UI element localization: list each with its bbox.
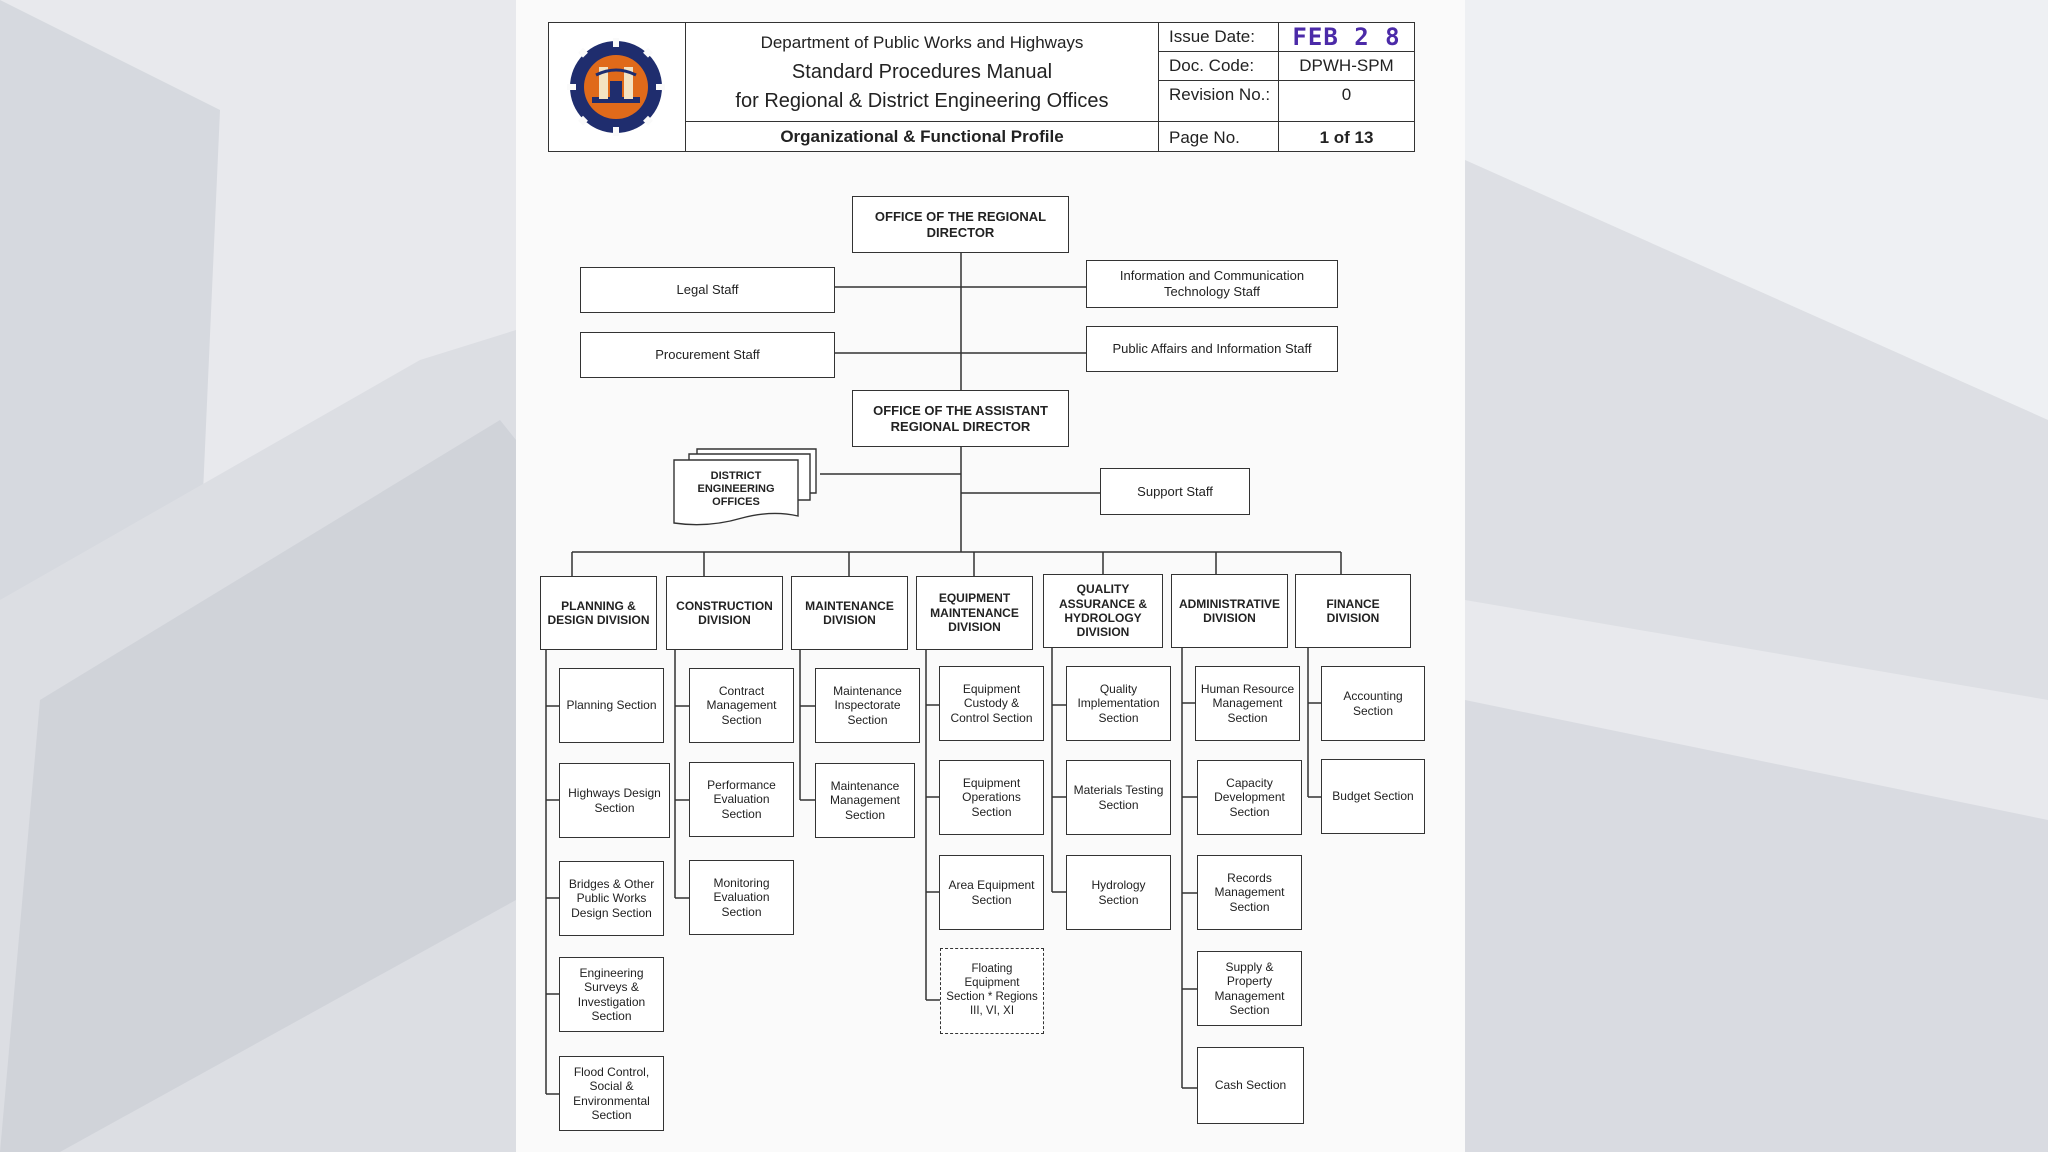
section-planning: Planning Section (559, 668, 664, 743)
division-equipment-maintenance: EQUIPMENT MAINTENANCE DIVISION (916, 576, 1033, 650)
legal-staff-box: Legal Staff (580, 267, 835, 313)
section-title: Organizational & Functional Profile (780, 127, 1064, 146)
section-supply-property: Supply & Property Management Section (1197, 951, 1302, 1026)
district-offices-label: DISTRICT ENGINEERING OFFICES (697, 470, 775, 509)
dpwh-logo-icon (567, 38, 665, 136)
page-value: 1 of 13 (1319, 128, 1374, 147)
regional-director-box: OFFICE OF THE REGIONAL DIRECTOR (852, 196, 1069, 253)
division-maintenance: MAINTENANCE DIVISION (791, 576, 908, 650)
section-hydrology: Hydrology Section (1066, 855, 1171, 930)
division-planning-design: PLANNING & DESIGN DIVISION (540, 576, 657, 650)
section-maintenance-inspectorate: Maintenance Inspectorate Section (815, 668, 920, 743)
section-human-resource: Human Resource Management Section (1195, 666, 1300, 741)
document-header: Department of Public Works and Highways … (548, 22, 1415, 152)
section-monitoring-evaluation: Monitoring Evaluation Section (689, 860, 794, 935)
doc-code-value: DPWH-SPM (1299, 56, 1394, 75)
section-equipment-operations: Equipment Operations Section (939, 760, 1044, 835)
division-administrative: ADMINISTRATIVE DIVISION (1171, 574, 1288, 648)
page-label-cell: Page No. (1158, 121, 1279, 152)
section-maintenance-management: Maintenance Management Section (815, 763, 915, 838)
public-affairs-staff-box: Public Affairs and Information Staff (1086, 326, 1338, 372)
page-label: Page No. (1169, 128, 1240, 147)
section-performance-evaluation: Performance Evaluation Section (689, 762, 794, 837)
issue-date-label-cell: Issue Date: (1158, 22, 1279, 52)
section-bridges-design: Bridges & Other Public Works Design Sect… (559, 861, 664, 936)
manual-subtitle: for Regional & District Engineering Offi… (735, 90, 1109, 112)
support-staff-box: Support Staff (1100, 468, 1250, 515)
doc-code-label: Doc. Code: (1169, 56, 1255, 75)
division-quality-hydrology: QUALITY ASSURANCE & HYDROLOGY DIVISION (1043, 574, 1163, 648)
section-flood-control: Flood Control, Social & Environmental Se… (559, 1056, 664, 1131)
section-quality-implementation: Quality Implementation Section (1066, 666, 1171, 741)
section-cash: Cash Section (1197, 1047, 1304, 1124)
section-materials-testing: Materials Testing Section (1066, 760, 1171, 835)
section-records-management: Records Management Section (1197, 855, 1302, 930)
section-budget: Budget Section (1321, 759, 1425, 834)
ict-staff-box: Information and Communication Technology… (1086, 260, 1338, 308)
section-accounting: Accounting Section (1321, 666, 1425, 741)
page-value-cell: 1 of 13 (1278, 121, 1415, 152)
issue-date-label: Issue Date: (1169, 27, 1255, 46)
section-area-equipment: Area Equipment Section (939, 855, 1044, 930)
department-name: Department of Public Works and Highways (760, 33, 1084, 52)
revision-value-cell: 0 (1278, 80, 1415, 122)
district-offices-stack-icon (673, 448, 817, 526)
title-cell: Department of Public Works and Highways … (685, 22, 1159, 122)
section-capacity-development: Capacity Development Section (1197, 760, 1302, 835)
revision-label-cell: Revision No.: (1158, 80, 1279, 122)
division-finance: FINANCE DIVISION (1295, 574, 1411, 648)
section-engineering-surveys: Engineering Surveys & Investigation Sect… (559, 957, 664, 1032)
assistant-director-box: OFFICE OF THE ASSISTANT REGIONAL DIRECTO… (852, 390, 1069, 447)
logo-cell (548, 22, 686, 152)
revision-label: Revision No.: (1169, 85, 1271, 104)
procurement-staff-box: Procurement Staff (580, 332, 835, 378)
manual-title: Standard Procedures Manual (791, 61, 1053, 83)
revision-value: 0 (1341, 85, 1352, 104)
section-title-cell: Organizational & Functional Profile (685, 121, 1159, 152)
section-contract-management: Contract Management Section (689, 668, 794, 743)
division-construction: CONSTRUCTION DIVISION (666, 576, 783, 650)
section-equipment-custody: Equipment Custody & Control Section (939, 666, 1044, 741)
section-highways-design: Highways Design Section (559, 763, 670, 838)
section-floating-equipment: Floating Equipment Section * Regions III… (940, 948, 1044, 1034)
